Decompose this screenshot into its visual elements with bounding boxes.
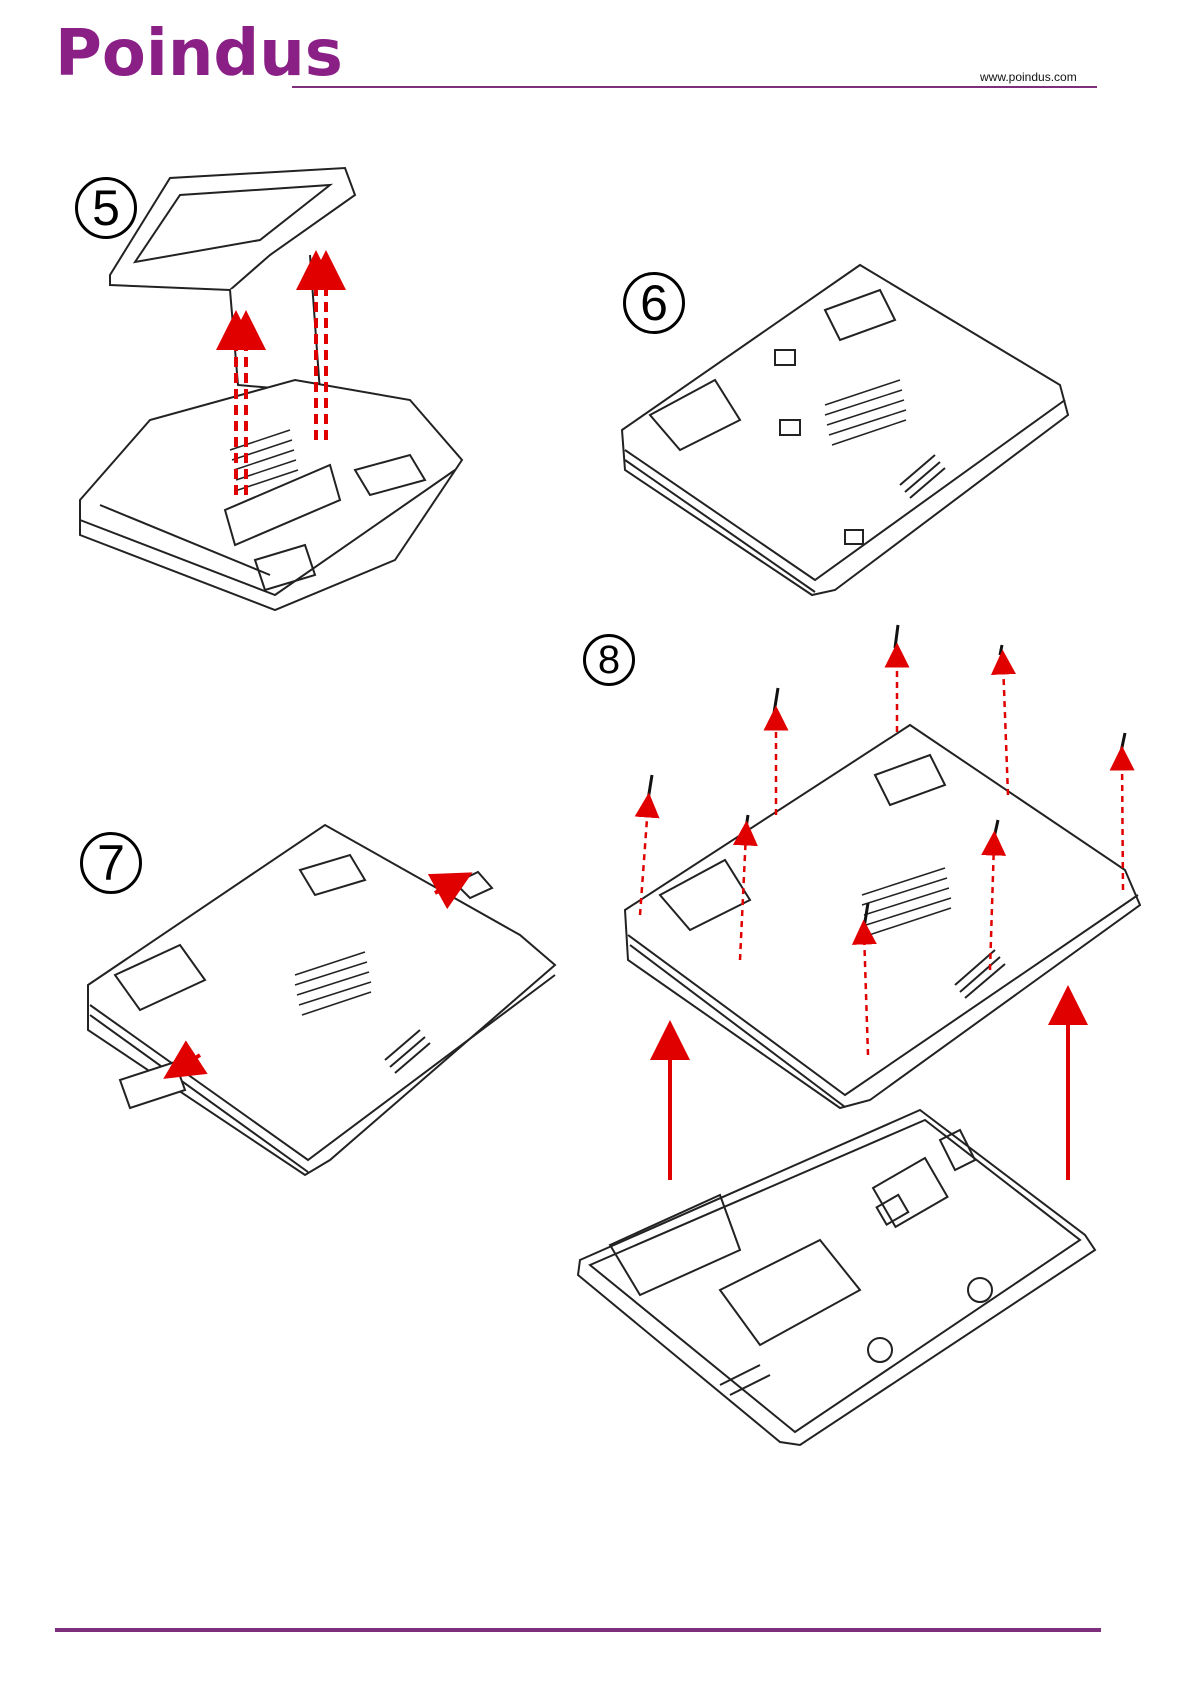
footer-divider xyxy=(55,1628,1101,1632)
step7-illustration xyxy=(88,825,555,1175)
step8-chassis xyxy=(578,1110,1095,1445)
step-5-marker: 5 xyxy=(75,177,137,239)
step-6-marker: 6 xyxy=(623,272,685,334)
step5-illustration xyxy=(80,168,462,610)
step-8-marker: 8 xyxy=(583,634,635,686)
step8-cover xyxy=(625,725,1140,1108)
step-7-marker: 7 xyxy=(80,832,142,894)
step6-illustration xyxy=(622,265,1068,595)
